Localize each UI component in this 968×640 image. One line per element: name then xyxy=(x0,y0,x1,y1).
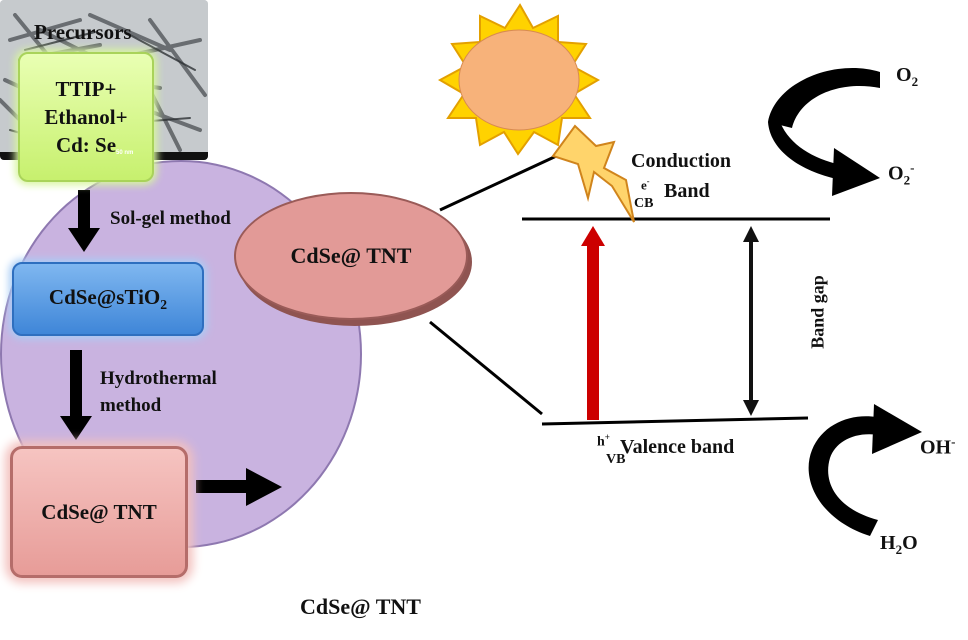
band-gap-arrow xyxy=(743,226,759,416)
precursor-line-ttip: TTIP+ xyxy=(55,77,117,101)
precursor-line-cdse: Cd: Se xyxy=(55,133,117,157)
cdse-tnt-ellipse: CdSe@ TNT xyxy=(234,192,468,320)
hydroxyl-label: OH- xyxy=(920,434,956,459)
final-product-box: CdSe@ TNT xyxy=(10,446,188,578)
arrow-tnt-to-tem xyxy=(196,468,282,506)
tem-caption: CdSe@ TNT xyxy=(300,594,421,619)
electron-label: e- xyxy=(641,176,650,193)
excitation-arrow xyxy=(581,226,605,420)
precursor-box: TTIP+ Ethanol+ Cd: Se xyxy=(18,52,154,182)
water-oxidation-arrow xyxy=(808,404,922,536)
hydrothermal-label-line2: method xyxy=(100,395,162,416)
intermediate-box: CdSe@sTiO2 xyxy=(12,262,204,336)
valence-band-label: Valence band xyxy=(620,436,735,458)
hydrothermal-label-line1: Hydrothermal xyxy=(100,368,217,389)
connector-line-top xyxy=(439,150,566,212)
arrow-sts-to-tnt xyxy=(60,350,92,440)
o2-reduction-arrow xyxy=(768,67,880,196)
cb-label: CB xyxy=(634,196,654,211)
sol-gel-label: Sol-gel method xyxy=(110,208,231,229)
lightning-bolt-icon xyxy=(551,124,635,223)
sun-icon xyxy=(437,3,601,156)
connector-line-bottom xyxy=(429,320,543,416)
final-product-label: CdSe@ TNT xyxy=(41,499,157,524)
o2-label: O2 xyxy=(896,64,919,89)
ellipse-label: CdSe@ TNT xyxy=(290,243,412,268)
precursor-line-ethanol: Ethanol+ xyxy=(44,105,128,129)
band-gap-label: Band gap xyxy=(807,275,828,349)
conduction-band-label-line2: Band xyxy=(664,180,710,202)
water-label: H2O xyxy=(880,532,918,557)
scale-bar-label: 50 nm xyxy=(116,150,134,156)
arrow-precursor-to-sts xyxy=(68,190,100,252)
conduction-band-label-line1: Conduction xyxy=(631,150,732,172)
precursors-title: Precursors xyxy=(34,20,132,44)
valence-band-line xyxy=(541,416,809,426)
superoxide-label: O2- xyxy=(888,160,915,188)
hole-label: h+ xyxy=(597,432,610,450)
vb-label: VB xyxy=(606,452,626,467)
intermediate-label: CdSe@sTiO2 xyxy=(48,284,168,313)
